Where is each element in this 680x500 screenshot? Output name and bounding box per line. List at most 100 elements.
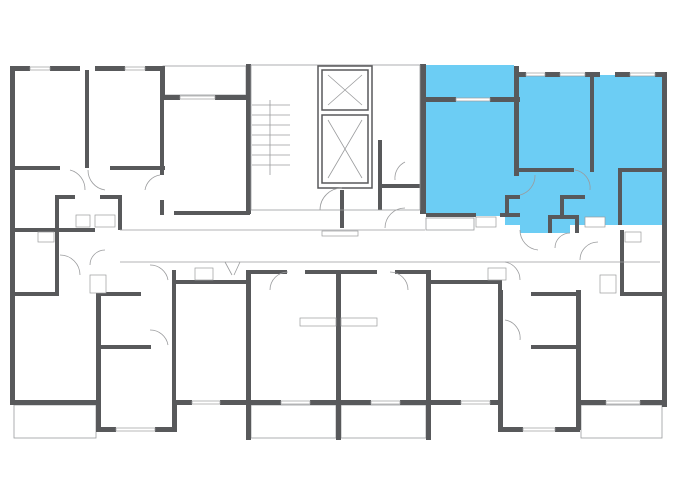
door-swing — [87, 169, 106, 191]
stairwell — [120, 64, 660, 263]
door-swing — [554, 232, 571, 249]
wall — [101, 345, 151, 349]
wall — [545, 72, 560, 77]
balcony — [340, 404, 427, 439]
door-swing — [224, 261, 241, 276]
wall — [662, 72, 667, 407]
shaft — [94, 214, 116, 228]
door-swing — [389, 271, 409, 291]
wall — [590, 76, 594, 172]
wall — [341, 270, 377, 274]
wall — [251, 400, 281, 405]
wall — [95, 66, 125, 71]
balcony — [425, 217, 475, 231]
window — [559, 72, 586, 77]
wall — [576, 400, 606, 405]
shaft — [299, 317, 337, 327]
stairwell-outline — [250, 64, 421, 211]
wall — [431, 280, 501, 284]
window — [191, 400, 221, 405]
shaft — [340, 317, 378, 327]
balcony — [250, 404, 337, 439]
wall — [100, 195, 120, 199]
door-swing — [384, 207, 406, 229]
shaft — [624, 231, 642, 243]
window — [124, 66, 146, 71]
door-swing — [149, 329, 169, 346]
wall — [251, 270, 287, 274]
window — [280, 400, 311, 405]
wall — [15, 166, 60, 170]
wall — [215, 95, 250, 100]
wall — [498, 427, 523, 432]
wall — [585, 72, 600, 77]
wall — [145, 66, 163, 71]
window — [522, 427, 556, 432]
wall — [560, 195, 585, 199]
door-swing — [579, 241, 599, 261]
wall — [55, 232, 59, 296]
wall — [176, 280, 246, 284]
wall — [615, 72, 630, 77]
door-swing — [394, 161, 406, 181]
shaft — [475, 216, 497, 228]
wall — [55, 195, 75, 199]
wall — [426, 270, 431, 440]
wall — [101, 292, 141, 296]
wall — [378, 140, 382, 210]
shaft — [89, 274, 107, 294]
shaft — [321, 230, 359, 237]
wall — [548, 215, 552, 233]
window — [605, 400, 641, 405]
wall — [172, 270, 176, 400]
wall — [552, 215, 575, 219]
wall — [160, 100, 164, 175]
wall — [305, 270, 341, 274]
wall — [382, 184, 420, 188]
door-swing — [504, 261, 521, 281]
wall — [172, 400, 192, 405]
wall — [426, 97, 456, 102]
window — [115, 427, 156, 432]
door-swing — [59, 254, 81, 276]
wall — [172, 400, 177, 432]
wall — [50, 66, 80, 71]
wall — [560, 195, 564, 217]
shaft — [584, 216, 606, 228]
wall — [618, 168, 622, 225]
apartment-area — [426, 65, 514, 100]
wall — [431, 400, 461, 405]
apartment-area — [426, 100, 520, 216]
door-swing — [519, 174, 536, 196]
wall — [490, 400, 502, 405]
balcony — [162, 65, 247, 96]
wall — [514, 66, 519, 176]
shaft — [75, 214, 91, 228]
shaft — [37, 231, 55, 243]
balcony — [13, 404, 97, 439]
stairs — [327, 119, 363, 179]
wall — [555, 427, 580, 432]
door-swing — [319, 187, 343, 211]
wall — [96, 290, 101, 430]
stairs — [327, 74, 363, 106]
wall — [220, 400, 250, 405]
window — [179, 95, 216, 100]
wall — [246, 64, 251, 214]
wall — [15, 292, 55, 296]
highlighted-apartment[interactable] — [426, 65, 665, 233]
wall — [160, 95, 180, 100]
wall — [341, 400, 371, 405]
wall — [620, 292, 665, 296]
wall — [310, 400, 340, 405]
shaft — [194, 267, 214, 281]
doors — [59, 161, 599, 346]
door-swing — [144, 174, 161, 191]
wall — [655, 72, 667, 77]
window — [455, 97, 491, 102]
elevator-shaft — [321, 114, 369, 184]
apartment-area — [520, 215, 570, 233]
stairs — [120, 229, 660, 263]
door-swing — [269, 271, 289, 291]
